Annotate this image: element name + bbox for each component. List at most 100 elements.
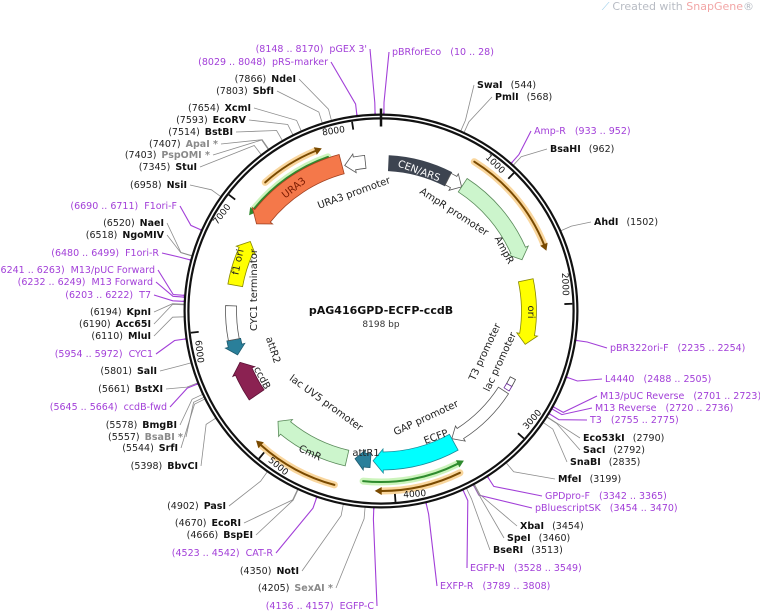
restriction-site-label[interactable]: Eco53kI(2790) [583,433,664,444]
site-leader-line [243,488,299,524]
restriction-site-label[interactable]: SwaI(544) [477,80,536,91]
site-name: EXFP-R [440,581,474,592]
primer-site-label[interactable]: L4440(2488 .. 2505) [605,374,711,385]
primer-site-label[interactable]: pBluescriptSK(3454 .. 3470) [535,503,678,514]
restriction-site-label[interactable]: (7345)StuI [139,162,197,173]
feature-cyc1-terminator[interactable] [225,305,240,342]
restriction-site-label[interactable]: AhdI(1502) [594,217,658,228]
restriction-site-label[interactable]: (4205)SexAI * [258,583,333,594]
feature-lac-promoter[interactable] [503,382,513,392]
feature-f1-ori[interactable] [227,240,257,288]
primer-site-label[interactable]: M13 Reverse(2720 .. 2736) [595,403,733,414]
restriction-site-label[interactable]: MfeI(3199) [558,474,621,485]
primer-site-label[interactable]: (6480 .. 6499)F1ori-R [51,248,159,259]
restriction-site-label[interactable]: SacI(2792) [583,445,645,456]
primer-site-label[interactable]: pBR322ori-F(2235 .. 2254) [610,343,745,354]
site-name: NsiI [167,180,187,191]
restriction-site-label[interactable]: (7866)NdeI [235,74,296,85]
feature-ccdb[interactable] [231,361,265,401]
restriction-site-label[interactable]: SpeI(3460) [507,533,570,544]
restriction-site-label[interactable]: (5544)SrfI [122,443,178,454]
restriction-site-label[interactable]: BsaHI(962) [550,144,614,155]
site-location: (5645 .. 5664) [50,402,118,413]
primer-site-label[interactable]: EXFP-R(3789 .. 3808) [440,581,550,592]
restriction-site-label[interactable]: (7654)XcmI [188,103,251,114]
feature-ampr[interactable] [457,177,530,261]
restriction-site-label[interactable]: XbaI(3454) [520,521,584,532]
primer-site-label[interactable]: T3(2755 .. 2775) [589,415,679,426]
site-name: MfeI [558,474,582,485]
restriction-site-label[interactable]: (4666)BspEI [187,530,253,541]
site-location: (4523 .. 4542) [172,548,240,559]
restriction-site-label[interactable]: (5398)BbvCI [131,461,198,472]
site-name: M13/pUC Forward [71,265,155,276]
site-leader-line [153,316,185,337]
restriction-site-label[interactable]: PmlI(568) [495,92,552,103]
site-leader-line [185,396,205,438]
restriction-site-label[interactable]: (5661)BstXI [98,384,163,395]
restriction-site-label[interactable]: (7593)EcoRV [176,115,247,126]
feature-label: attR2 [263,335,282,364]
orange-arc-ura3 [261,147,322,186]
primer-site-label[interactable]: (4523 .. 4542)CAT-R [172,548,274,559]
restriction-site-label[interactable]: (4350)NotI [240,566,299,577]
site-name: PspOMI * [161,150,210,161]
primer-site-label[interactable]: (5645 .. 5664)ccdB-fwd [50,402,167,413]
site-location: (7654) [188,103,220,114]
feature-cmr[interactable] [277,418,350,467]
feature-gap-promoter[interactable] [451,386,510,442]
primer-site-label[interactable]: pBRforEco(10 .. 28) [392,47,494,58]
primer-site-label[interactable]: (5954 .. 5972)CYC1 [55,349,153,360]
primer-site-label[interactable]: (6690 .. 6711)F1ori-F [70,201,177,212]
feature-ura3-promoter[interactable] [344,152,367,174]
site-leader-line [565,376,603,382]
feature-ampr-promoter[interactable] [444,172,463,191]
restriction-site-label[interactable]: (4670)EcoRI [175,518,241,529]
restriction-site-label[interactable]: (6190)Acc65I [79,319,151,330]
restriction-site-label[interactable]: (4902)PasI [167,501,226,512]
primer-site-label[interactable]: (6241 .. 6263)M13/pUC Forward [0,265,155,276]
primer-site-label[interactable]: (6232 .. 6249)M13 Forward [18,277,153,288]
primer-site-label[interactable]: M13/pUC Reverse(2701 .. 2723) [600,391,760,402]
primer-site-label[interactable]: (8148 .. 8170)pGEX 3' [256,44,367,55]
site-leader-line [560,221,592,232]
primer-site-label[interactable]: (6203 .. 6222)T7 [65,290,151,301]
restriction-site-label[interactable]: (5801)SalI [100,366,157,377]
restriction-site-label[interactable]: (5578)BmgBI [106,420,177,431]
restriction-site-label[interactable]: (6194)KpnI [90,307,151,318]
restriction-site-label[interactable]: SnaBI(2835) [570,457,640,468]
site-location: (7514) [168,127,200,138]
restriction-site-label[interactable]: (7514)BstBI [168,127,233,138]
site-name: MluI [128,331,151,342]
primer-site-label[interactable]: (8029 .. 8048)pRS-marker [198,57,328,68]
restriction-site-label[interactable]: (6958)NsiI [130,180,187,191]
feature-ura3[interactable] [251,154,345,225]
restriction-site-label[interactable]: (7803)SbfI [216,86,274,97]
restriction-site-label[interactable]: (6110)MluI [91,331,151,342]
site-name: NgoMIV [122,230,164,241]
site-leader-line [425,502,438,587]
restriction-site-label[interactable]: BseRI(3513) [493,545,563,556]
restriction-site-label[interactable]: (7407)ApaI * [149,139,218,150]
site-location: (2835) [609,457,641,468]
restriction-site-label[interactable]: (5557)BsaBI * [108,432,183,443]
site-name: Eco53kI [583,433,625,444]
site-location: (2235 .. 2254) [678,343,746,354]
orange-arc-ecfp [374,469,464,495]
restriction-site-label[interactable]: (6520)NaeI [103,218,164,229]
orange-arc-cmr [256,440,338,489]
feature-attr1[interactable] [354,449,372,472]
primer-site-label[interactable]: GPDpro-F(3342 .. 3365) [545,491,667,502]
feature-label: attR1 [352,448,379,459]
site-leader-line [248,119,294,136]
feature-ecfp[interactable] [372,433,459,475]
primer-site-label[interactable]: EGFP-N(3528 .. 3549) [470,563,582,574]
primer-site-label[interactable]: (4136 .. 4157)EGFP-C [266,601,375,612]
feature-label: lac UV5 promoter [287,373,365,434]
feature-ori[interactable] [515,278,539,345]
site-leader-line [153,303,185,313]
restriction-site-label[interactable]: (6518)NgoMIV [86,230,165,241]
restriction-site-label[interactable]: (7403)PspOMI * [125,150,210,161]
primer-site-label[interactable]: Amp-R(933 .. 952) [534,126,631,137]
site-name: SwaI [477,80,503,91]
